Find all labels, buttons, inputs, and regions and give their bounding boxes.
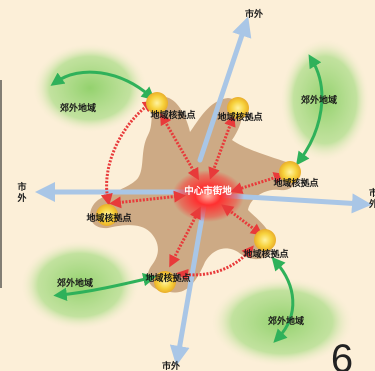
hub-node-top-right bbox=[227, 97, 249, 119]
green-arrow-top-left bbox=[50, 70, 156, 101]
label-outside-top: 市外 bbox=[245, 8, 263, 20]
page-number: 6 bbox=[331, 337, 353, 371]
label-hub-top-right: 地域核拠点 bbox=[217, 111, 262, 123]
label-hub-top-left: 地域核拠点 bbox=[150, 109, 195, 121]
arrow-to-outside-top bbox=[197, 16, 252, 163]
label-outside-right: 市外 bbox=[368, 187, 375, 210]
green-arrow-top-right bbox=[296, 54, 324, 166]
label-suburb-top-left: 郊外地域 bbox=[60, 102, 96, 114]
red-arrow-bottom-left-hub bbox=[169, 206, 201, 268]
label-hub-bottom-left: 地域核拠点 bbox=[145, 272, 190, 284]
red-arrow-top-right-hub bbox=[208, 114, 236, 180]
red-arrow-right-hub bbox=[230, 172, 286, 194]
red-arrow-hub-link-bottom bbox=[176, 245, 254, 281]
green-arrow-bottom-left bbox=[53, 272, 157, 302]
label-outside-bottom: 市外 bbox=[162, 360, 180, 371]
label-suburb-bottom-right: 郊外地域 bbox=[268, 315, 304, 327]
label-suburb-bottom-left: 郊外地域 bbox=[57, 277, 93, 289]
suburb-area-top-left bbox=[32, 43, 148, 133]
hub-node-bottom-right bbox=[254, 229, 276, 251]
red-arrow-bottom-right-hub bbox=[221, 204, 263, 236]
hub-node-left bbox=[96, 204, 118, 226]
label-hub-left: 地域核拠点 bbox=[86, 212, 131, 224]
hub-node-top-left bbox=[146, 92, 168, 114]
label-outside-left: 市外 bbox=[16, 181, 26, 204]
label-hub-right: 地域核拠点 bbox=[273, 177, 318, 189]
hub-node-right bbox=[279, 161, 301, 183]
label-center-district: 中心市街地 bbox=[184, 185, 232, 197]
red-arrow-top-left-hub bbox=[159, 112, 200, 181]
hub-node-bottom-left bbox=[154, 271, 176, 293]
green-arrow-bottom-right bbox=[271, 256, 295, 343]
red-arrow-hub-link-left bbox=[100, 100, 156, 206]
label-suburb-top-right: 郊外地域 bbox=[301, 94, 337, 106]
label-hub-bottom-right: 地域核拠点 bbox=[243, 248, 288, 260]
